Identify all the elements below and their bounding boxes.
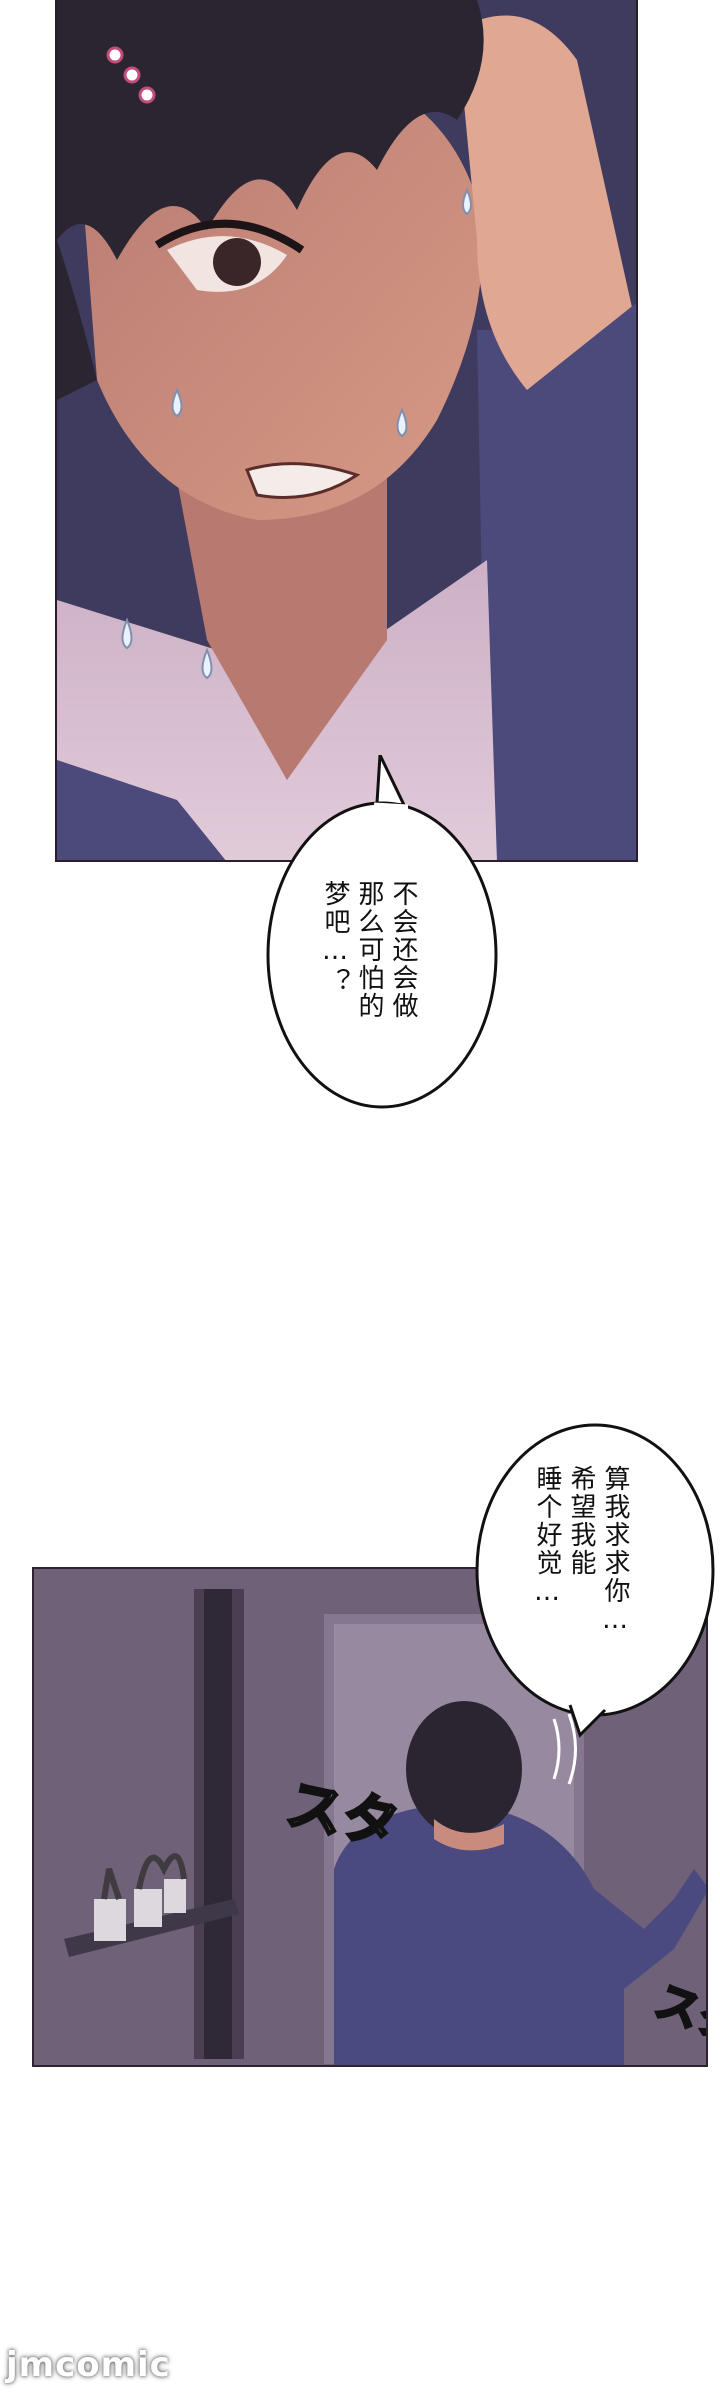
speech-bubble-dream-text: 不会还会做 那么可怕的 梦吧…？ [318,880,454,1120]
sfx-footstep-left-glyphs: スタ [280,1771,406,1861]
sleep-line-3: 睡个好觉… [532,1465,562,1609]
speech-bubble-sleep-text: 算我求求你… 希望我能 睡个好觉… [530,1465,666,1715]
sfx-footstep-right: スタ [647,1964,708,2065]
speech-bubble-sleep [475,1423,715,1738]
sfx-footstep-right-text: スタ [654,1976,708,2054]
sleep-line-1: 算我求求你… [600,1465,630,1637]
dream-line-2: 那么可怕的 [354,880,384,1020]
face-closeup-illustration [57,0,636,860]
sleep-line-2: 希望我能 [566,1465,596,1577]
sfx-footstep-right-glyphs: スタ [647,1974,708,2055]
sfx-footstep-left-text: スタ [282,1772,402,1859]
speech-bubble-dream [266,755,498,1109]
watermark-logo: jmcomic [6,2345,171,2385]
dream-line-3: 梦吧…？ [320,880,350,996]
panel-face-closeup [55,0,638,862]
sfx-footstep-left: スタ [280,1764,406,1868]
dream-line-1: 不会还会做 [388,880,418,1020]
